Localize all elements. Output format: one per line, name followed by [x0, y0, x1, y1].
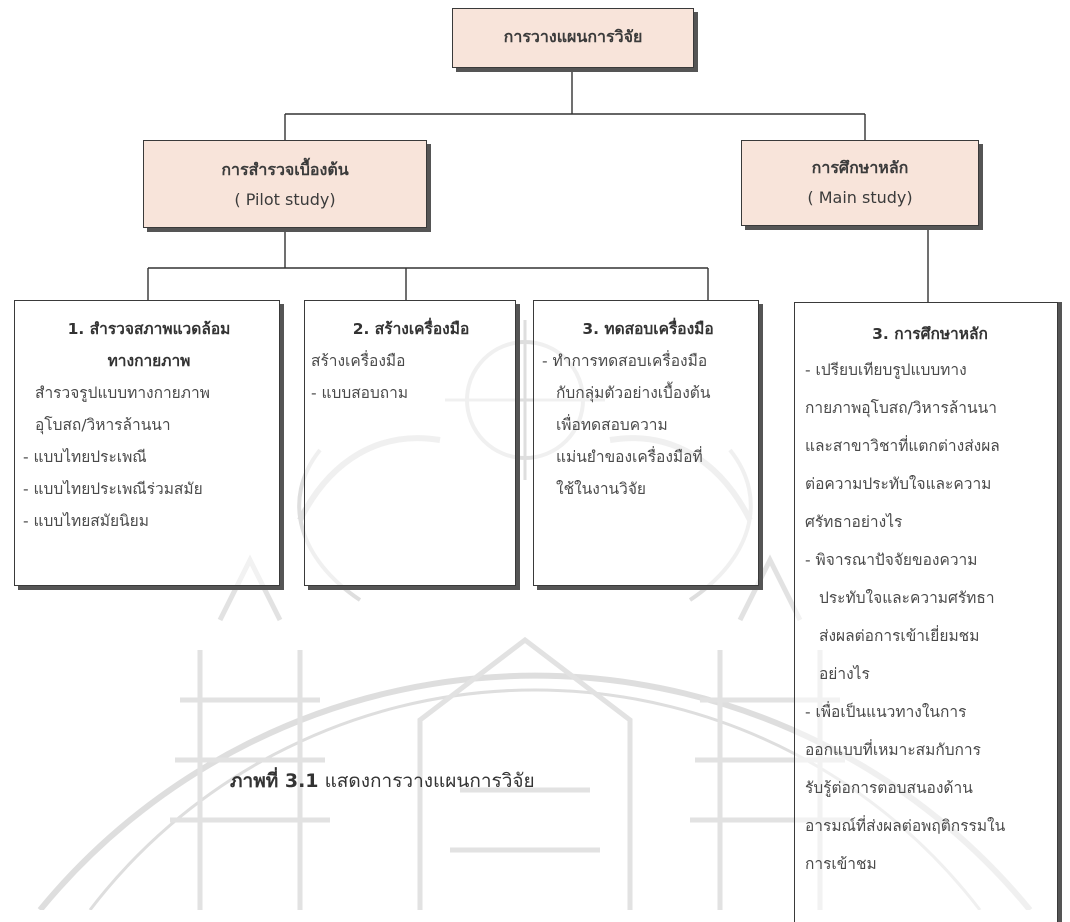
- pilot-subtitle: ( Pilot study): [234, 190, 336, 209]
- box4-line: - เปรียบเทียบรูปแบบทาง: [805, 361, 967, 379]
- survey-environment-box: 1. สำรวจสภาพแวดล้อม ทางกายภาพ สำรวจรูปแบ…: [14, 300, 280, 586]
- test-instrument-box: 3. ทดสอบเครื่องมือ - ทำการทดสอบเครื่องมื…: [533, 300, 759, 586]
- box4-line: ประทับใจและความศรัทธา: [819, 589, 995, 607]
- caption-text: แสดงการวางแผนการวิจัย: [324, 770, 535, 792]
- main-subtitle: ( Main study): [807, 188, 913, 207]
- root-node: การวางแผนการวิจัย: [452, 8, 694, 68]
- pilot-title: การสำรวจเบื้องต้น: [221, 160, 349, 179]
- root-title: การวางแผนการวิจัย: [503, 27, 643, 46]
- box4-line: อารมณ์ที่ส่งผลต่อพฤติกรรมใน: [805, 817, 1006, 835]
- box1-line: สำรวจรูปแบบทางกายภาพ: [35, 384, 210, 402]
- box4-line: ศรัทธาอย่างไร: [805, 513, 903, 531]
- box3-line: กับกลุ่มตัวอย่างเบื้องต้น: [556, 384, 711, 402]
- box4-line: - พิจารณาปัจจัยของความ: [805, 551, 978, 569]
- box2-line: สร้างเครื่องมือ: [311, 352, 406, 370]
- main-title: การศึกษาหลัก: [811, 158, 909, 177]
- figure-caption: ภาพที่ 3.1 แสดงการวางแผนการวิจัย: [230, 766, 710, 796]
- box4-line: และสาขาวิชาที่แตกต่างส่งผล: [805, 437, 1000, 455]
- box3-title: 3. ทดสอบเครื่องมือ: [582, 320, 714, 338]
- box4-line: ออกแบบที่เหมาะสมกับการ: [805, 741, 981, 759]
- box3-line: - ทำการทดสอบเครื่องมือ: [542, 352, 708, 370]
- box4-title: 3. การศึกษาหลัก: [872, 325, 988, 343]
- box4-line: ส่งผลต่อการเข้าเยี่ยมชม: [819, 627, 980, 645]
- box2-line: - แบบสอบถาม: [311, 384, 409, 402]
- box4-line: กายภาพอุโบสถ/วิหารล้านนา: [805, 399, 997, 417]
- box1-title-line-2: ทางกายภาพ: [107, 352, 191, 370]
- box1-line: - แบบไทยประเพณี: [23, 448, 147, 466]
- box2-title: 2. สร้างเครื่องมือ: [352, 320, 470, 338]
- box4-line: รับรู้ต่อการตอบสนองด้าน: [805, 779, 973, 797]
- box3-line: ใช้ในงานวิจัย: [556, 480, 646, 498]
- box4-line: ต่อความประทับใจและความ: [805, 475, 992, 493]
- box1-line: อุโบสถ/วิหารล้านนา: [35, 416, 171, 434]
- pilot-study-node: การสำรวจเบื้องต้น ( Pilot study): [143, 140, 427, 228]
- box4-line: อย่างไร: [819, 665, 870, 683]
- box3-line: เพื่อทดสอบความ: [556, 416, 668, 434]
- box1-line: - แบบไทยสมัยนิยม: [23, 512, 149, 530]
- box1-line: - แบบไทยประเพณีร่วมสมัย: [23, 480, 203, 498]
- main-study-node: การศึกษาหลัก ( Main study): [741, 140, 979, 226]
- create-instrument-box: 2. สร้างเครื่องมือ สร้างเครื่องมือ - แบบ…: [304, 300, 516, 586]
- main-study-detail-box: 3. การศึกษาหลัก - เปรียบเทียบรูปแบบทาง ก…: [794, 302, 1058, 922]
- box4-line: - เพื่อเป็นแนวทางในการ: [805, 703, 967, 721]
- caption-label: ภาพที่ 3.1: [230, 770, 319, 792]
- box1-title-line-1: 1. สำรวจสภาพแวดล้อม: [67, 320, 231, 338]
- box4-line: การเข้าชม: [805, 855, 877, 873]
- box3-line: แม่นยำของเครื่องมือที่: [556, 448, 703, 466]
